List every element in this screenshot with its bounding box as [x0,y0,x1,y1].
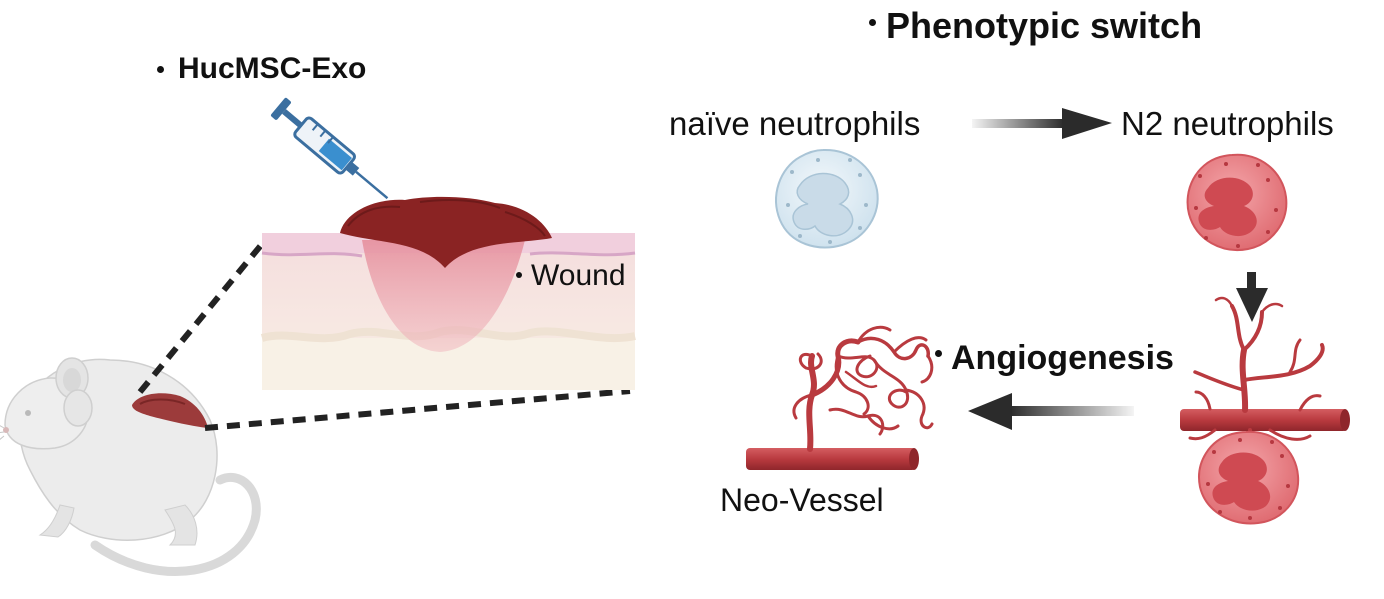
arrow-left-bottom [968,393,1134,430]
arrow-down [1236,272,1268,322]
label-phenotypic-switch: Phenotypic switch [886,5,1203,46]
label-naive-neutrophils: naïve neutrophils [669,105,921,142]
syringe-icon [271,97,389,200]
bullet-dot [516,272,522,278]
naive-neutrophil-cell [775,148,879,249]
sprouting-vessel [1180,296,1350,482]
n2-neutrophil-cell-bottom [1198,430,1300,525]
label-hucmsc-exo: HucMSC-Exo [178,52,367,85]
n2-neutrophil-cell-top [1186,153,1288,251]
arrow-right-top [972,108,1112,139]
bullet-dot [935,350,942,357]
bullet-dot [157,66,164,73]
dashed-connector-upper [137,242,265,394]
dashed-connector-lower [204,388,631,431]
bullet-dot [869,19,876,26]
label-neo-vessel: Neo-Vessel [720,482,884,518]
label-angiogenesis: Angiogenesis [951,339,1174,377]
label-n2-neutrophils: N2 neutrophils [1121,105,1334,142]
skin-section [260,196,636,390]
mouse-illustration [0,357,261,576]
neo-vessel-network [746,325,934,470]
label-wound: Wound [531,259,626,292]
